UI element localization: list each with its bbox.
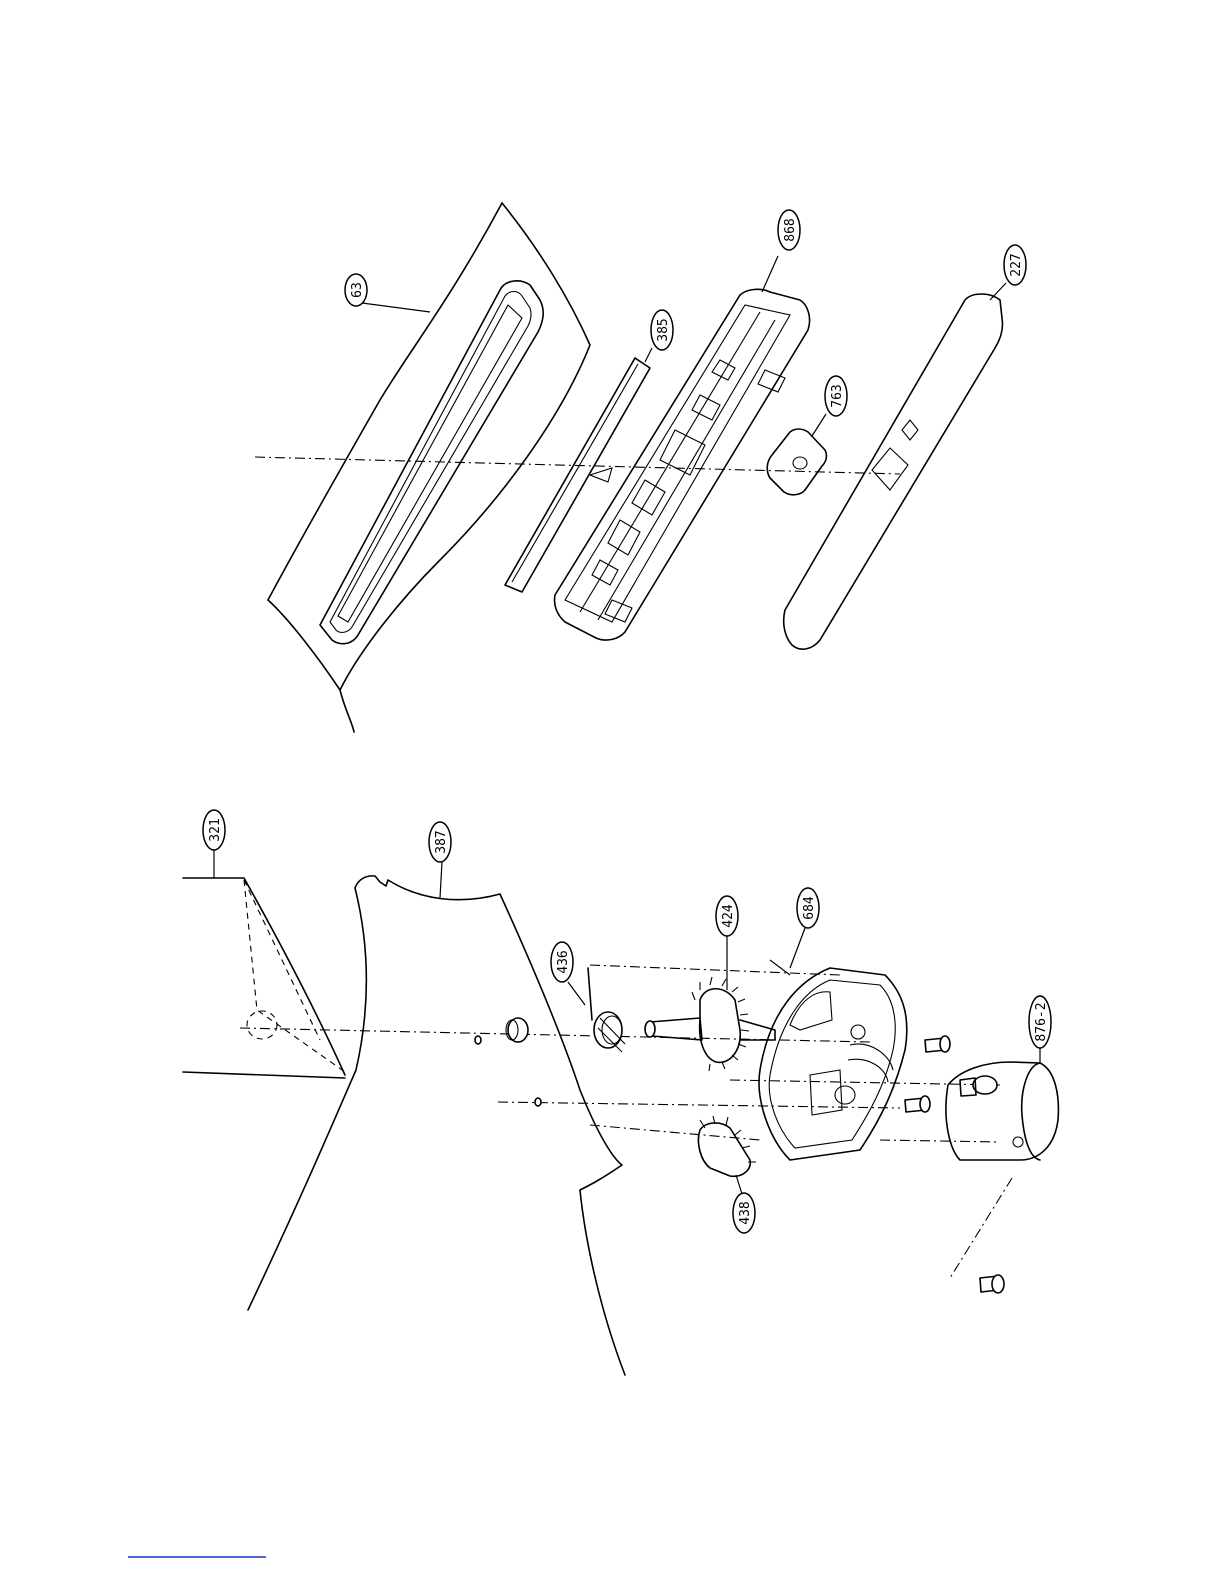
callout-385-label: 385 — [656, 318, 671, 341]
lower-center-line-5 — [880, 1140, 1000, 1142]
part-684-bracket — [759, 960, 907, 1160]
callout-321-label: 321 — [208, 818, 223, 841]
leader-763 — [812, 414, 826, 436]
callout-876-2: 876-2 — [1029, 996, 1051, 1048]
callout-684-label: 684 — [802, 896, 817, 920]
leader-227 — [990, 283, 1006, 300]
lower-center-line-3 — [590, 965, 840, 975]
callout-436-label: 436 — [556, 950, 571, 973]
callout-424: 424 — [716, 896, 738, 936]
leader-436 — [568, 982, 585, 1005]
part-868-switch-holder — [554, 289, 809, 640]
leader-868 — [762, 256, 778, 292]
screw-3 — [980, 1275, 1004, 1293]
leader-385 — [645, 348, 652, 362]
callout-868-label: 868 — [783, 218, 798, 241]
callout-63-label: 63 — [350, 282, 365, 298]
part-763-button — [767, 429, 826, 495]
part-436-spring — [588, 968, 625, 1052]
callout-385: 385 — [651, 310, 673, 350]
callout-876-2-label: 876-2 — [1034, 1002, 1049, 1041]
part-876-2-motor — [946, 1062, 1058, 1160]
bushing-part — [506, 1018, 528, 1042]
part-321-plate — [183, 878, 345, 1078]
leader-63 — [362, 303, 430, 312]
callout-763-label: 763 — [830, 384, 845, 407]
callout-387: 387 — [429, 822, 451, 862]
part-63-cover-panel — [268, 203, 590, 732]
callout-763: 763 — [825, 376, 847, 416]
callout-438: 438 — [733, 1193, 755, 1233]
lower-center-line-6 — [950, 1178, 1012, 1278]
callout-63: 63 — [345, 274, 367, 306]
lower-center-line-7 — [590, 1125, 760, 1140]
callout-424-label: 424 — [721, 904, 736, 928]
callout-227: 227 — [1004, 245, 1026, 285]
callout-436: 436 — [551, 942, 573, 982]
callout-684: 684 — [797, 888, 819, 928]
leader-387 — [440, 862, 442, 898]
leader-438 — [736, 1175, 742, 1194]
part-438-pinion-gear — [698, 1116, 756, 1176]
callout-387-label: 387 — [434, 830, 449, 853]
pin-small-1 — [475, 1036, 481, 1044]
callout-868: 868 — [778, 210, 800, 250]
screw-2 — [905, 1096, 930, 1112]
screw-1 — [925, 1036, 950, 1052]
callout-227-label: 227 — [1009, 253, 1024, 276]
part-424-gear-shaft — [645, 977, 775, 1071]
callout-321: 321 — [203, 810, 225, 850]
pin-small-2 — [535, 1098, 541, 1106]
leader-684 — [790, 928, 805, 968]
callout-438-label: 438 — [738, 1201, 753, 1224]
